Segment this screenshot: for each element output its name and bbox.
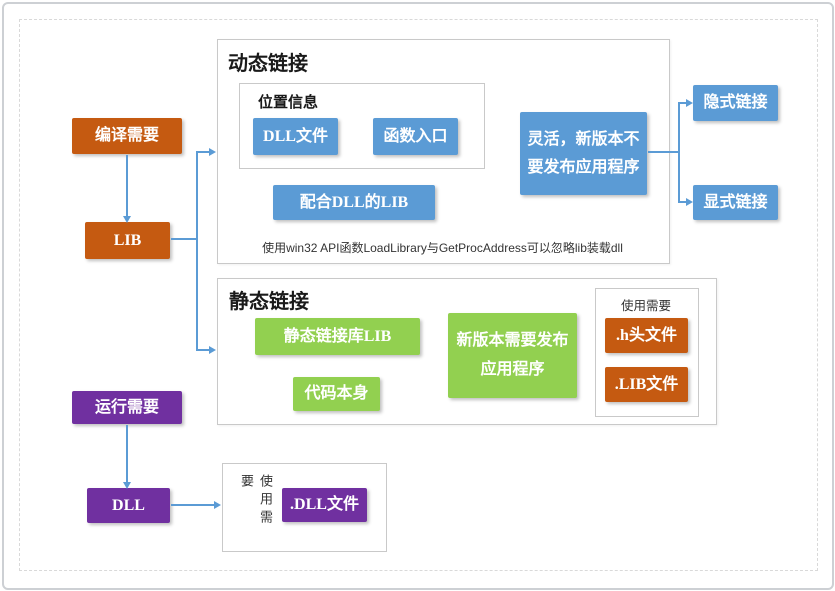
static-use-need-title: 使用需要 — [620, 299, 671, 313]
static-linking-title: 静态链接 — [229, 291, 309, 313]
arrowhead-dll-to-use — [214, 501, 221, 509]
run-need-box: 运行需要 — [72, 391, 182, 424]
connector-dll-to-use — [171, 504, 215, 506]
arrowhead-to-implicit — [686, 99, 693, 107]
connector-link-type-trunk — [678, 102, 680, 203]
static-lib-box: 静态链接库LIB — [255, 318, 420, 355]
flexible-new-version-box: 灵活，新版本不要发布应用程序 — [520, 112, 647, 195]
dll-file-box: DLL文件 — [253, 118, 338, 155]
arrowhead-compile-to-lib — [123, 216, 131, 223]
lib-for-dll-box: 配合DLL的LIB — [273, 185, 435, 220]
connector-to-dynamic — [196, 151, 210, 153]
connector-run-to-dll — [126, 425, 128, 482]
compile-need-box: 编译需要 — [72, 118, 182, 154]
arrowhead-to-explicit — [686, 198, 693, 206]
lib-file-box: .LIB文件 — [605, 367, 688, 402]
connector-lib-trunk — [196, 151, 198, 351]
connector-to-static — [196, 349, 210, 351]
dynamic-linking-title: 动态链接 — [228, 53, 308, 75]
dll-file-use-box: .DLL文件 — [282, 488, 367, 522]
arrowhead-to-static — [209, 346, 216, 354]
connector-compile-to-lib — [126, 155, 128, 216]
code-itself-box: 代码本身 — [293, 377, 380, 411]
arrowhead-run-to-dll — [123, 482, 131, 489]
connector-to-implicit — [678, 102, 687, 104]
connector-lib-stub — [171, 238, 197, 240]
function-entry-box: 函数入口 — [373, 118, 458, 155]
dll-box: DLL — [87, 488, 170, 523]
implicit-link-box: 隐式链接 — [693, 85, 778, 121]
lib-box: LIB — [85, 222, 170, 259]
new-version-publish-box: 新版本需要发布应用程序 — [448, 313, 577, 398]
h-file-box: .h头文件 — [605, 318, 688, 353]
arrowhead-to-dynamic — [209, 148, 216, 156]
explicit-link-box: 显式链接 — [693, 185, 778, 220]
dashed-border — [19, 19, 818, 571]
dll-use-need-title: 使用需要 — [239, 474, 273, 528]
win32-api-note: 使用win32 API函数LoadLibrary与GetProcAddress可… — [262, 241, 623, 255]
location-info-title: 位置信息 — [258, 94, 319, 111]
connector-flexible-stub — [648, 151, 680, 153]
connector-to-explicit — [678, 201, 687, 203]
